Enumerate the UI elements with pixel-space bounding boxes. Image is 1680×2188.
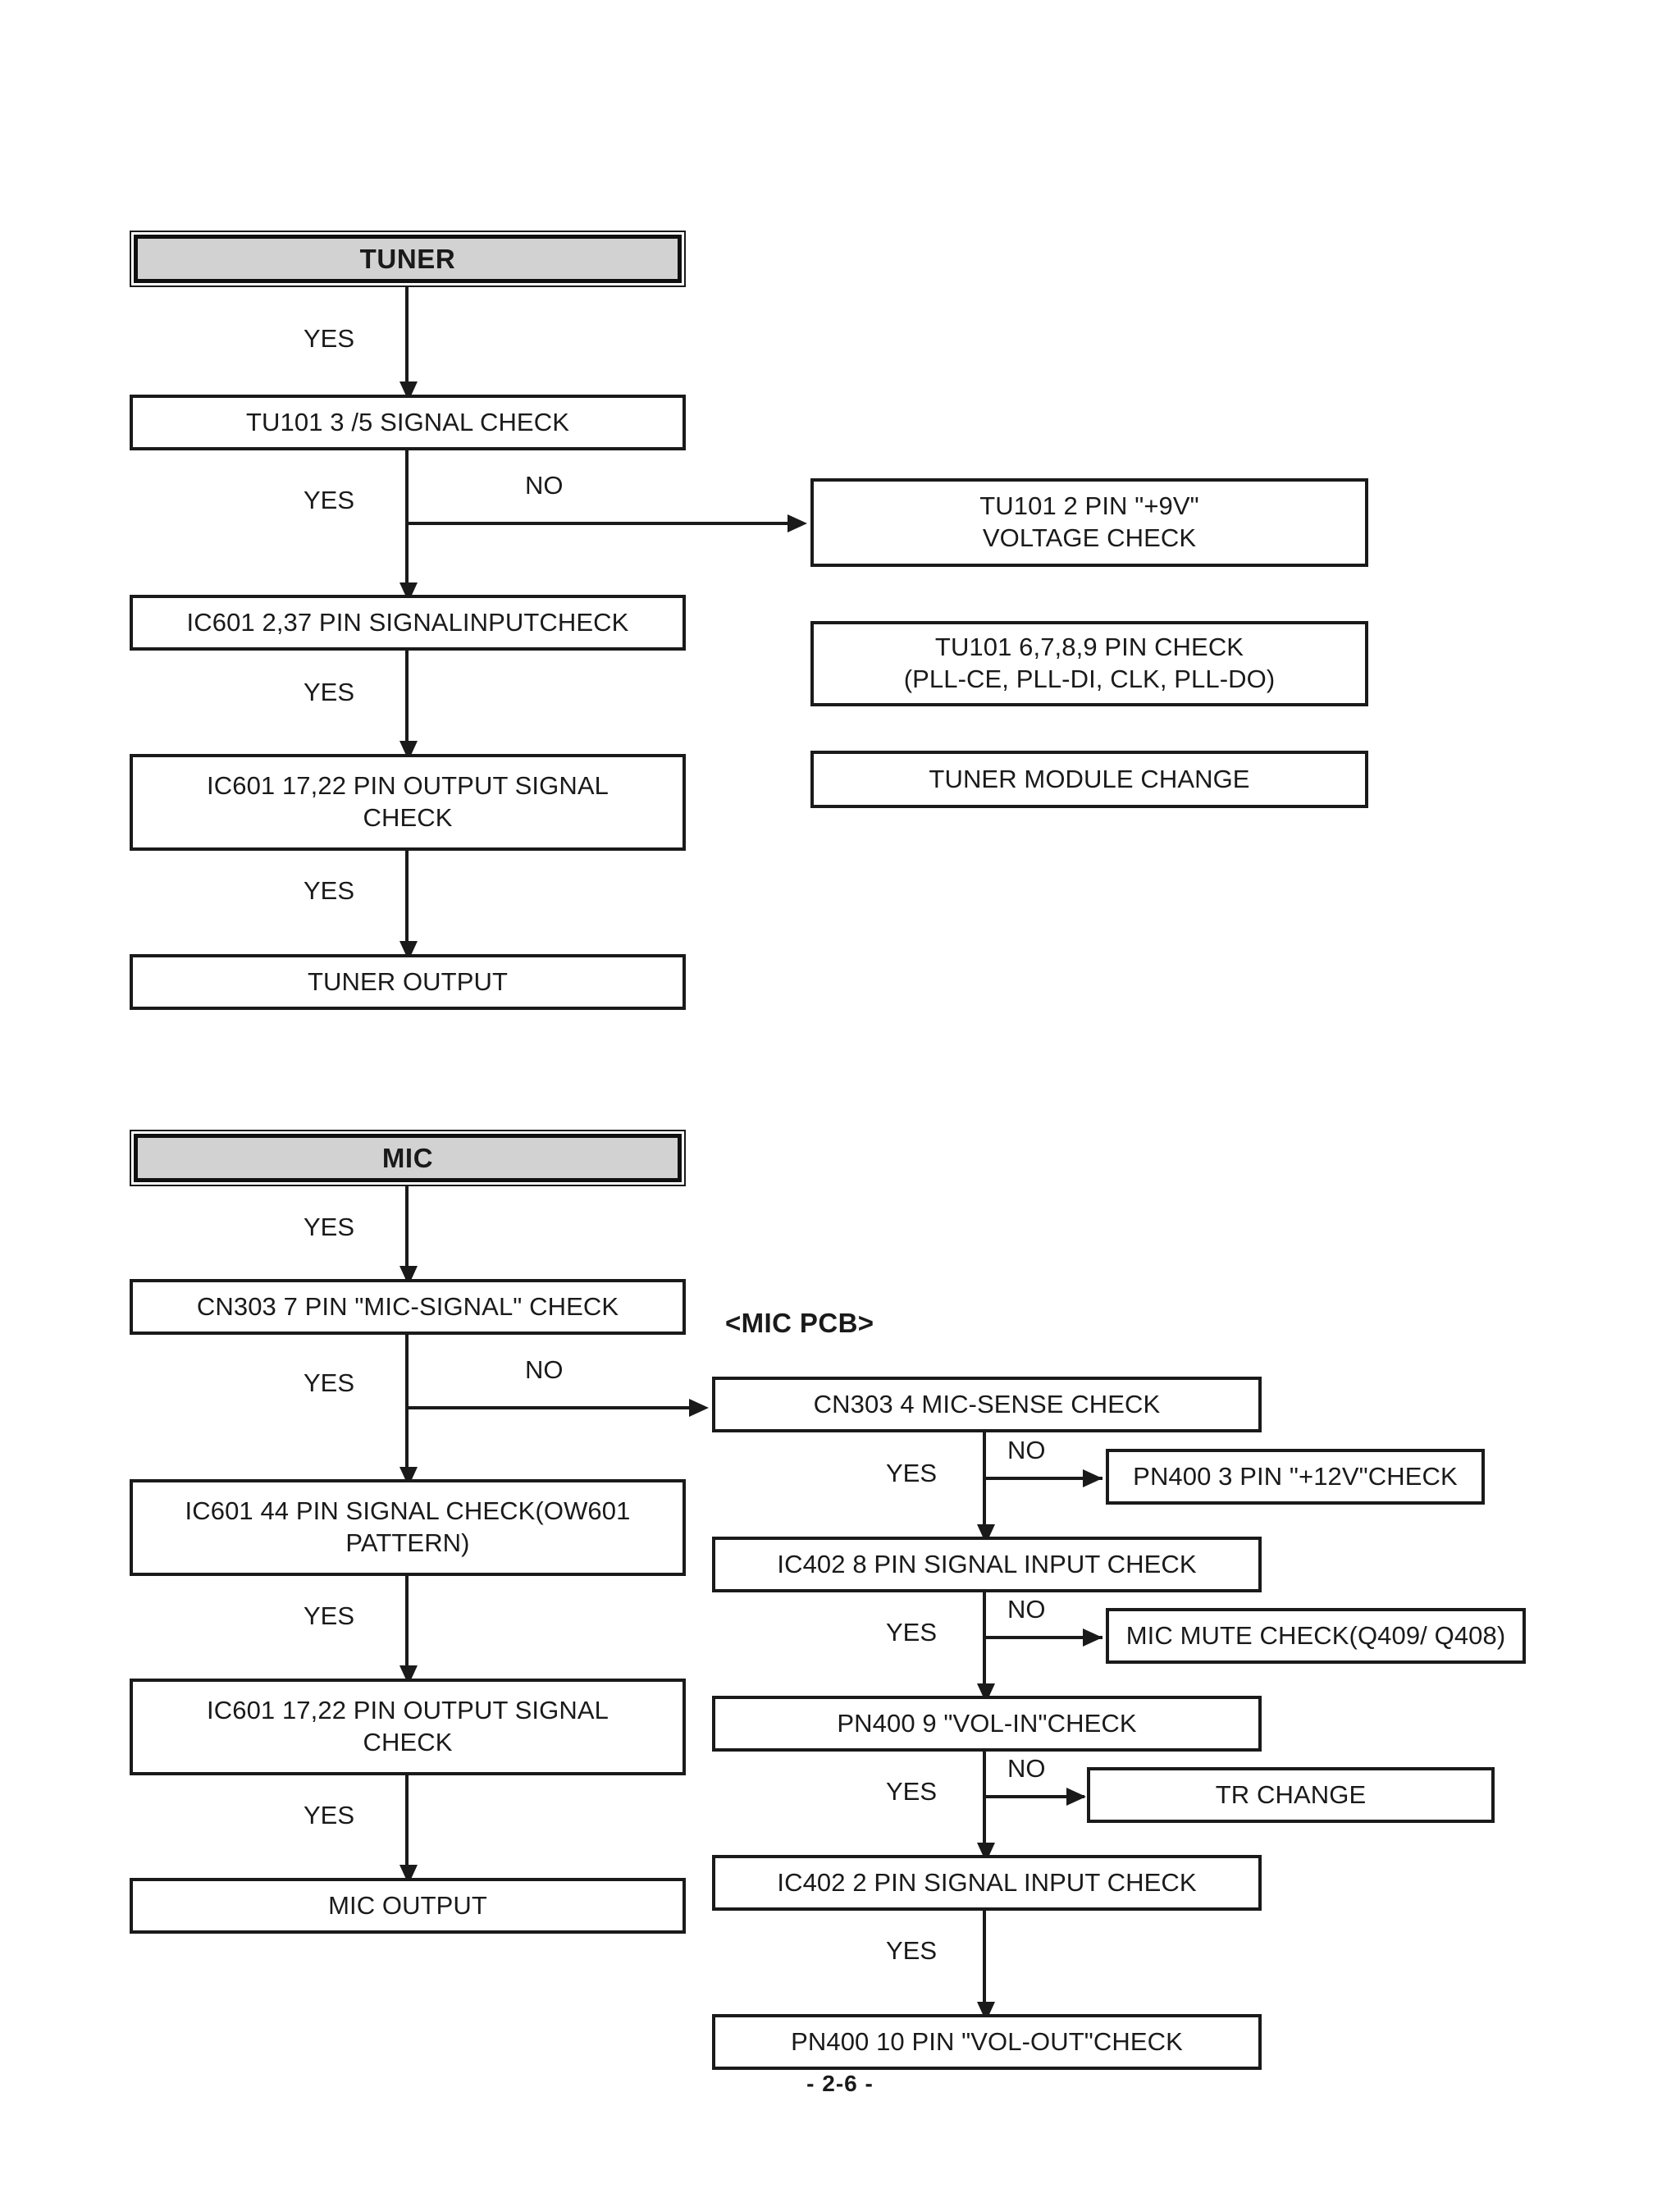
tuner-step-ic601-17-22-label: IC601 17,22 PIN OUTPUT SIGNAL CHECK bbox=[141, 770, 674, 834]
mic-pcb-branch-tr-change-label: TR CHANGE bbox=[1215, 1779, 1367, 1809]
mic-pcb-connector-1 bbox=[983, 1432, 986, 1537]
tuner-connector-3 bbox=[405, 651, 409, 753]
mic-step-ic601-17-22-line1: IC601 17,22 PIN OUTPUT SIGNAL bbox=[207, 1696, 609, 1725]
mic-pcb-step-ic402-2: IC402 2 PIN SIGNAL INPUT CHECK bbox=[712, 1855, 1262, 1911]
mic-edge-label-yes-2: YES bbox=[304, 1368, 355, 1397]
tuner-edge-label-yes-1: YES bbox=[304, 324, 355, 353]
mic-step-ic601-44: IC601 44 PIN SIGNAL CHECK(OW601 PATTERN) bbox=[130, 1479, 686, 1576]
mic-pcb-connector-2 bbox=[983, 1592, 986, 1696]
tuner-branch-tu101-pll-label: TU101 6,7,8,9 PIN CHECK (PLL-CE, PLL-DI,… bbox=[822, 632, 1357, 696]
mic-pcb-edge-label-yes-4: YES bbox=[886, 1936, 938, 1965]
tuner-connector-4 bbox=[405, 851, 409, 953]
mic-step-ic601-17-22: IC601 17,22 PIN OUTPUT SIGNAL CHECK bbox=[130, 1679, 686, 1775]
tuner-section-header: TUNER bbox=[130, 231, 686, 287]
mic-pcb-edge-label-yes-1: YES bbox=[886, 1459, 938, 1487]
mic-edge-label-no-1: NO bbox=[525, 1355, 564, 1384]
mic-pcb-branch-arrowhead-3 bbox=[1066, 1788, 1086, 1806]
tuner-branch-tu101-pll-line2: (PLL-CE, PLL-DI, CLK, PLL-DO) bbox=[903, 665, 1276, 693]
mic-step-output-label: MIC OUTPUT bbox=[328, 1890, 487, 1920]
mic-pcb-edge-label-no-3: NO bbox=[1007, 1754, 1046, 1783]
mic-pcb-connector-3 bbox=[983, 1752, 986, 1855]
mic-header-label: MIC bbox=[381, 1142, 434, 1173]
tuner-branch-tu101-9v: TU101 2 PIN "+9V" VOLTAGE CHECK bbox=[810, 478, 1368, 567]
tuner-branch-module-change-label: TUNER MODULE CHANGE bbox=[929, 764, 1250, 793]
mic-pcb-step-cn303-4-label: CN303 4 MIC-SENSE CHECK bbox=[813, 1389, 1161, 1418]
tuner-step-ic601-2-37-label: IC601 2,37 PIN SIGNALINPUTCHECK bbox=[186, 607, 629, 637]
tuner-step-ic601-17-22-line2: CHECK bbox=[363, 803, 453, 832]
mic-pcb-branch-pn400-12v-label: PN400 3 PIN "+12V"CHECK bbox=[1133, 1461, 1458, 1491]
mic-branch-line-1 bbox=[405, 1406, 692, 1409]
mic-pcb-branch-line-1 bbox=[983, 1477, 1102, 1480]
mic-pcb-branch-arrowhead-2 bbox=[1083, 1628, 1102, 1647]
mic-connector-4 bbox=[405, 1775, 409, 1877]
tuner-step-ic601-2-37: IC601 2,37 PIN SIGNALINPUTCHECK bbox=[130, 595, 686, 651]
tuner-edge-label-yes-4: YES bbox=[304, 876, 355, 905]
mic-step-ic601-17-22-label: IC601 17,22 PIN OUTPUT SIGNAL CHECK bbox=[141, 1695, 674, 1759]
mic-pcb-branch-pn400-12v: PN400 3 PIN "+12V"CHECK bbox=[1106, 1449, 1485, 1505]
mic-pcb-branch-arrowhead-1 bbox=[1083, 1469, 1102, 1487]
mic-branch-arrowhead-1 bbox=[689, 1399, 709, 1417]
tuner-branch-line-1 bbox=[405, 522, 791, 525]
tuner-branch-tu101-pll-line1: TU101 6,7,8,9 PIN CHECK bbox=[934, 633, 1244, 662]
mic-step-ic601-17-22-line2: CHECK bbox=[363, 1728, 453, 1756]
mic-step-ic601-44-label: IC601 44 PIN SIGNAL CHECK(OW601 PATTERN) bbox=[141, 1496, 674, 1560]
mic-pcb-branch-mic-mute: MIC MUTE CHECK(Q409/ Q408) bbox=[1106, 1608, 1526, 1664]
mic-header-label-wrap: MIC bbox=[134, 1134, 682, 1182]
tuner-branch-tu101-9v-line2: VOLTAGE CHECK bbox=[982, 523, 1197, 552]
tuner-header-label: TUNER bbox=[359, 243, 456, 274]
tuner-branch-tu101-9v-label: TU101 2 PIN "+9V" VOLTAGE CHECK bbox=[822, 491, 1357, 555]
mic-pcb-step-cn303-4: CN303 4 MIC-SENSE CHECK bbox=[712, 1377, 1262, 1432]
mic-edge-label-yes-1: YES bbox=[304, 1213, 355, 1241]
tuner-step-output: TUNER OUTPUT bbox=[130, 954, 686, 1010]
tuner-step-tu101-3-5: TU101 3 /5 SIGNAL CHECK bbox=[130, 395, 686, 450]
mic-edge-label-yes-4: YES bbox=[304, 1801, 355, 1829]
tuner-branch-tu101-pll: TU101 6,7,8,9 PIN CHECK (PLL-CE, PLL-DI,… bbox=[810, 621, 1368, 706]
mic-step-ic601-44-line2: PATTERN) bbox=[345, 1528, 470, 1557]
mic-pcb-connector-4 bbox=[983, 1911, 986, 2013]
tuner-branch-tu101-9v-line1: TU101 2 PIN "+9V" bbox=[979, 491, 1199, 521]
tuner-header-label-wrap: TUNER bbox=[134, 235, 682, 283]
tuner-step-ic601-17-22: IC601 17,22 PIN OUTPUT SIGNAL CHECK bbox=[130, 754, 686, 851]
mic-step-output: MIC OUTPUT bbox=[130, 1878, 686, 1934]
mic-step-ic601-44-line1: IC601 44 PIN SIGNAL CHECK(OW601 bbox=[185, 1496, 631, 1526]
mic-connector-1 bbox=[405, 1186, 409, 1285]
mic-step-cn303-7-label: CN303 7 PIN "MIC-SIGNAL" CHECK bbox=[196, 1291, 619, 1321]
mic-pcb-branch-line-3 bbox=[983, 1795, 1084, 1798]
mic-pcb-step-ic402-8: IC402 8 PIN SIGNAL INPUT CHECK bbox=[712, 1537, 1262, 1592]
mic-pcb-step-ic402-8-label: IC402 8 PIN SIGNAL INPUT CHECK bbox=[777, 1549, 1197, 1578]
tuner-branch-arrowhead-1 bbox=[788, 514, 807, 532]
mic-pcb-branch-mic-mute-label: MIC MUTE CHECK(Q409/ Q408) bbox=[1125, 1620, 1506, 1650]
tuner-connector-1 bbox=[405, 287, 409, 394]
tuner-edge-label-no-1: NO bbox=[525, 471, 564, 500]
tuner-step-output-label: TUNER OUTPUT bbox=[307, 966, 509, 996]
mic-edge-label-yes-3: YES bbox=[304, 1601, 355, 1630]
page-footer: - 2-6 - bbox=[806, 2071, 874, 2096]
mic-connector-3 bbox=[405, 1576, 409, 1678]
mic-section-header: MIC bbox=[130, 1130, 686, 1186]
mic-pcb-edge-label-yes-3: YES bbox=[886, 1777, 938, 1806]
mic-pcb-branch-line-2 bbox=[983, 1636, 1102, 1639]
mic-pcb-step-pn400-9: PN400 9 "VOL-IN"CHECK bbox=[712, 1696, 1262, 1752]
tuner-edge-label-yes-3: YES bbox=[304, 678, 355, 706]
mic-pcb-step-pn400-10-label: PN400 10 PIN "VOL-OUT"CHECK bbox=[791, 2026, 1183, 2056]
mic-pcb-step-pn400-9-label: PN400 9 "VOL-IN"CHECK bbox=[837, 1708, 1137, 1738]
mic-pcb-edge-label-no-2: NO bbox=[1007, 1595, 1046, 1624]
mic-step-cn303-7: CN303 7 PIN "MIC-SIGNAL" CHECK bbox=[130, 1279, 686, 1335]
mic-pcb-step-pn400-10: PN400 10 PIN "VOL-OUT"CHECK bbox=[712, 2014, 1262, 2070]
mic-pcb-edge-label-yes-2: YES bbox=[886, 1618, 938, 1647]
tuner-step-tu101-3-5-label: TU101 3 /5 SIGNAL CHECK bbox=[246, 407, 569, 436]
tuner-step-ic601-17-22-line1: IC601 17,22 PIN OUTPUT SIGNAL bbox=[207, 771, 609, 801]
tuner-edge-label-yes-2: YES bbox=[304, 486, 355, 514]
mic-pcb-section-label: <MIC PCB> bbox=[725, 1308, 874, 1338]
tuner-branch-module-change: TUNER MODULE CHANGE bbox=[810, 751, 1368, 808]
mic-pcb-edge-label-no-1: NO bbox=[1007, 1436, 1046, 1464]
mic-pcb-branch-tr-change: TR CHANGE bbox=[1087, 1767, 1495, 1823]
mic-pcb-step-ic402-2-label: IC402 2 PIN SIGNAL INPUT CHECK bbox=[777, 1867, 1197, 1897]
